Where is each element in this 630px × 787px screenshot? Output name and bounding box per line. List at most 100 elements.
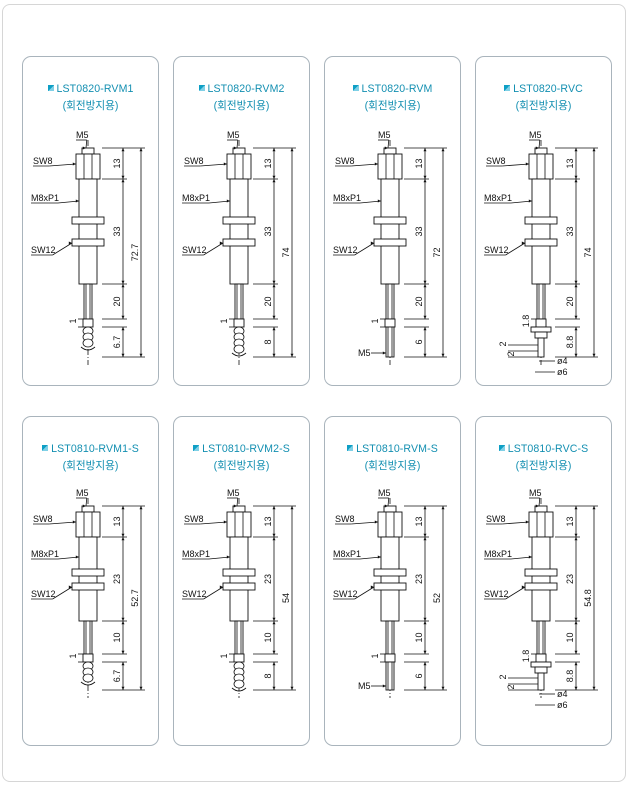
- card-title-text: LST0810-RVC-S: [507, 443, 589, 455]
- label-top-screw-arrow: [82, 146, 86, 150]
- dim-thread-arrow-top: [272, 537, 276, 541]
- suction-lip: [231, 352, 247, 357]
- nut-upper: [524, 216, 558, 225]
- label-thread-leader: [208, 556, 231, 560]
- label-hex-arrow: [525, 162, 529, 166]
- label-thread-arrow: [226, 199, 230, 203]
- dim-pad2-value: 2: [506, 351, 516, 356]
- dim-rod-arrow-bottom: [423, 315, 427, 319]
- pad-neck: [534, 331, 548, 339]
- dim-rod-value: 20: [565, 296, 575, 306]
- label-thread-leader: [510, 200, 533, 204]
- label-nut-leader: [505, 586, 526, 600]
- dim-total-arrow-top: [139, 506, 143, 510]
- dim-thread-arrow-top: [423, 537, 427, 541]
- card-subtitle: (회전방지용): [364, 460, 421, 472]
- label-thread-text: M8xP1: [333, 193, 361, 203]
- label-thread-arrow: [528, 555, 532, 559]
- label-hex-leader: [502, 521, 530, 525]
- square-bullet-icon: [47, 85, 54, 91]
- dim-rod-arrow-top: [121, 621, 125, 625]
- nut-upper: [71, 568, 105, 577]
- piston-rod: [385, 620, 395, 655]
- dim-tip-arrow-top: [574, 327, 578, 331]
- card-title-text: LST0820-RVM2: [207, 83, 285, 95]
- dim-rod-arrow-bottom: [272, 650, 276, 654]
- dim-total-arrow-bottom: [592, 353, 596, 357]
- label-hex-arrow: [223, 520, 227, 524]
- label-nut-arrow: [219, 241, 223, 245]
- label-thread-text: M8xP1: [333, 549, 361, 559]
- label-nut-text: SW12: [333, 589, 358, 599]
- dim-tip-value: 8.8: [565, 336, 575, 349]
- dim-step-value: 1: [68, 318, 78, 323]
- dim-thread-value: 33: [414, 226, 424, 236]
- pad-neck: [534, 666, 548, 674]
- hex-head: [528, 153, 554, 180]
- suction-lip: [80, 681, 96, 686]
- nut-lower: [71, 238, 105, 247]
- bellows-fold: [82, 338, 94, 348]
- dim-tip-value: 6.7: [112, 336, 122, 349]
- dim-tip-arrow-top: [272, 662, 276, 666]
- dim-hex-arrow-top: [574, 148, 578, 152]
- dim-rod-arrow-top: [574, 284, 578, 288]
- dim-thread-value: 23: [414, 574, 424, 584]
- dim-tip-arrow-bottom: [574, 686, 578, 690]
- dim-tip-value: 6: [414, 673, 424, 678]
- nut-lower: [373, 238, 407, 247]
- label-hex-arrow: [72, 162, 76, 166]
- dim-total-arrow-top: [592, 148, 596, 152]
- label-thread-leader: [57, 200, 80, 204]
- square-bullet-icon: [193, 445, 200, 451]
- dim-hex-arrow-top: [272, 148, 276, 152]
- dim-rod-arrow-top: [121, 284, 125, 288]
- dim-total-value: 72: [432, 247, 442, 257]
- dim-rod-arrow-top: [423, 284, 427, 288]
- dim-step-value: 1: [219, 653, 229, 658]
- nut-lower: [222, 582, 256, 591]
- threaded-body: [229, 178, 249, 285]
- nut-upper: [524, 568, 558, 577]
- dim-thread-arrow-bottom: [423, 617, 427, 621]
- label-top-screw-text: M5: [378, 130, 391, 140]
- label-nut-leader: [203, 586, 224, 600]
- dim-hex-value: 13: [112, 516, 122, 526]
- label-nut-text: SW12: [31, 589, 56, 599]
- square-bullet-icon: [42, 445, 49, 451]
- dim-rod-value: 20: [263, 296, 273, 306]
- dim-pad1-value: 2: [498, 674, 508, 679]
- label-top-screw-arrow: [384, 146, 388, 150]
- rod-collar: [535, 318, 547, 328]
- card-subtitle: (회전방지용): [515, 460, 572, 472]
- threaded-body: [531, 536, 551, 622]
- nut-upper: [222, 568, 256, 577]
- dim-tip-arrow-top: [574, 662, 578, 666]
- dim-total-arrow-bottom: [290, 686, 294, 690]
- dim-thread-value: 33: [263, 226, 273, 236]
- dim-tip-value: 8: [263, 673, 273, 678]
- piston-rod: [536, 283, 546, 320]
- label-nut-text: SW12: [333, 245, 358, 255]
- label-hex-leader: [351, 521, 379, 525]
- label-hex-arrow: [525, 520, 529, 524]
- dim-tip-value: 6: [414, 339, 424, 344]
- threaded-body: [531, 178, 551, 285]
- dim-total-arrow-bottom: [592, 686, 596, 690]
- label-top-screw-text: M5: [76, 488, 89, 498]
- pad-flange: [530, 661, 552, 668]
- tip-thread: [385, 326, 395, 358]
- card-title-text: LST0810-RVM-S: [356, 443, 438, 455]
- dim-hex-value: 13: [565, 158, 575, 168]
- dim-thread-value: 33: [565, 226, 575, 236]
- dim-hex-arrow-bottom: [272, 533, 276, 537]
- label-hex-arrow: [374, 162, 378, 166]
- label-tip-arrow: [382, 351, 386, 355]
- dim-tip-arrow-bottom: [121, 353, 125, 357]
